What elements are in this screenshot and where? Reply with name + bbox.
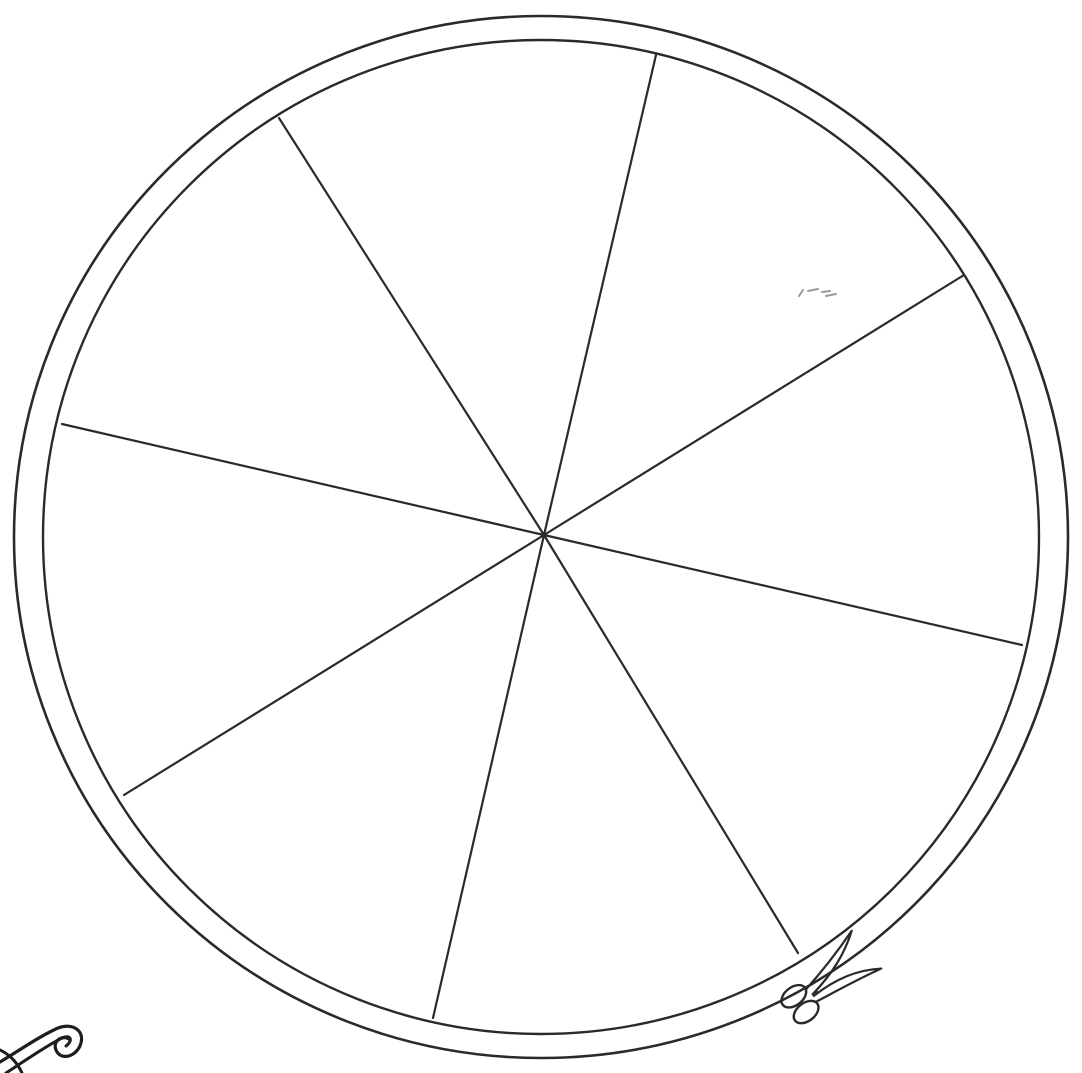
spoke-line (433, 535, 544, 1018)
spoke-line (124, 535, 544, 795)
spoke-line (544, 535, 1022, 645)
spoke-line (279, 118, 544, 535)
spoke-line (544, 535, 798, 953)
spoke-line (62, 424, 544, 535)
scroll-flourish-icon (0, 1026, 82, 1073)
spokes (62, 55, 1022, 1018)
faint-smudge-mark (799, 289, 836, 296)
spoke-line (544, 275, 964, 535)
spoke-line (544, 55, 656, 535)
scissors-icon (773, 931, 881, 1030)
